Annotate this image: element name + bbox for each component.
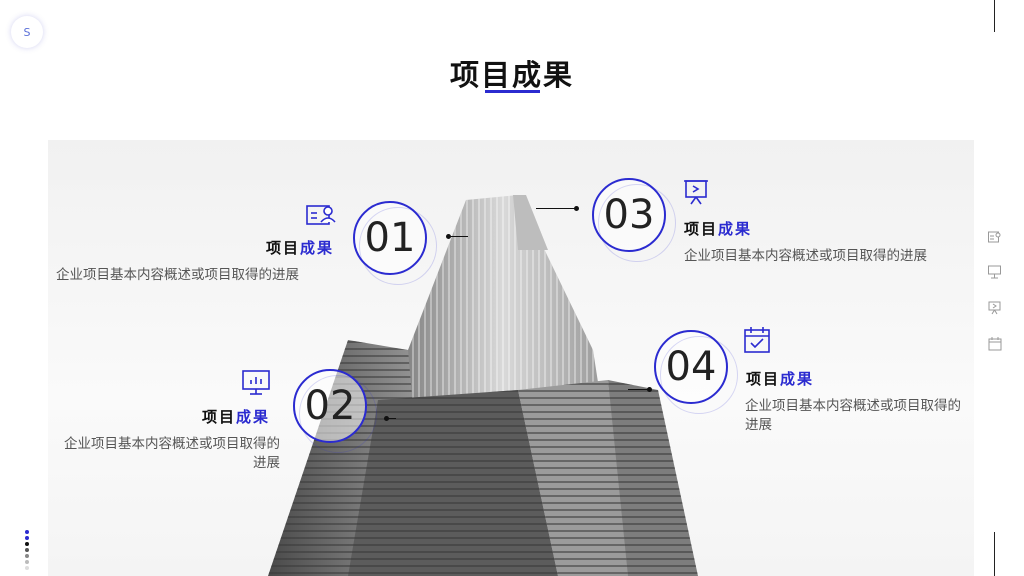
item-03-number-circle: 03 (592, 178, 676, 262)
logo: S (11, 16, 43, 48)
page-indicator-dot[interactable] (25, 536, 29, 540)
top-right-divider (994, 0, 995, 32)
item-02-number-circle: 02 (293, 369, 377, 453)
building-photo (48, 140, 974, 576)
skyscraper-illustration (268, 195, 698, 576)
item-01-description: 企业项目基本内容概述或项目取得的进展 (56, 267, 299, 283)
page-indicator-dot[interactable] (25, 548, 29, 552)
page-title: 项目成果 (449, 58, 574, 92)
presentation-icon (683, 179, 711, 211)
item-03-connector-line (536, 208, 576, 209)
page-indicator-dot[interactable] (25, 530, 29, 534)
item-04-description: 企业项目基本内容概述或项目取得的进展 (745, 398, 961, 433)
presentation-icon[interactable] (988, 300, 1002, 319)
item-04-connector-dot (647, 387, 652, 392)
user-card-icon[interactable] (988, 228, 1002, 247)
item-01-connector-line (448, 236, 468, 237)
page-indicator-dot[interactable] (25, 566, 29, 570)
item-04-connector-line (628, 389, 648, 390)
item-02-description: 企业项目基本内容概述或项目取得的进展 (64, 436, 280, 471)
item-01-heading: 项目成果 (266, 239, 335, 257)
title-underline (485, 90, 540, 93)
calendar-icon[interactable] (988, 336, 1002, 355)
item-02-heading: 项目成果 (202, 408, 271, 426)
item-04-number-circle: 04 (654, 330, 738, 414)
page-indicator-dot[interactable] (25, 554, 29, 558)
chart-board-icon[interactable] (988, 264, 1002, 283)
item-02-connector-line (386, 418, 396, 419)
item-03-heading: 项目成果 (684, 220, 753, 238)
user-card-icon (306, 203, 336, 231)
chart-board-icon (242, 369, 272, 401)
item-03-description: 企业项目基本内容概述或项目取得的进展 (684, 248, 927, 264)
bottom-right-divider (994, 532, 995, 576)
page-indicator-dot[interactable] (25, 542, 29, 546)
item-03-connector-dot (574, 206, 579, 211)
calendar-check-icon (743, 326, 773, 360)
item-04-heading: 项目成果 (746, 370, 815, 388)
item-01-number-circle: 01 (353, 201, 437, 285)
page-indicator-dot[interactable] (25, 560, 29, 564)
